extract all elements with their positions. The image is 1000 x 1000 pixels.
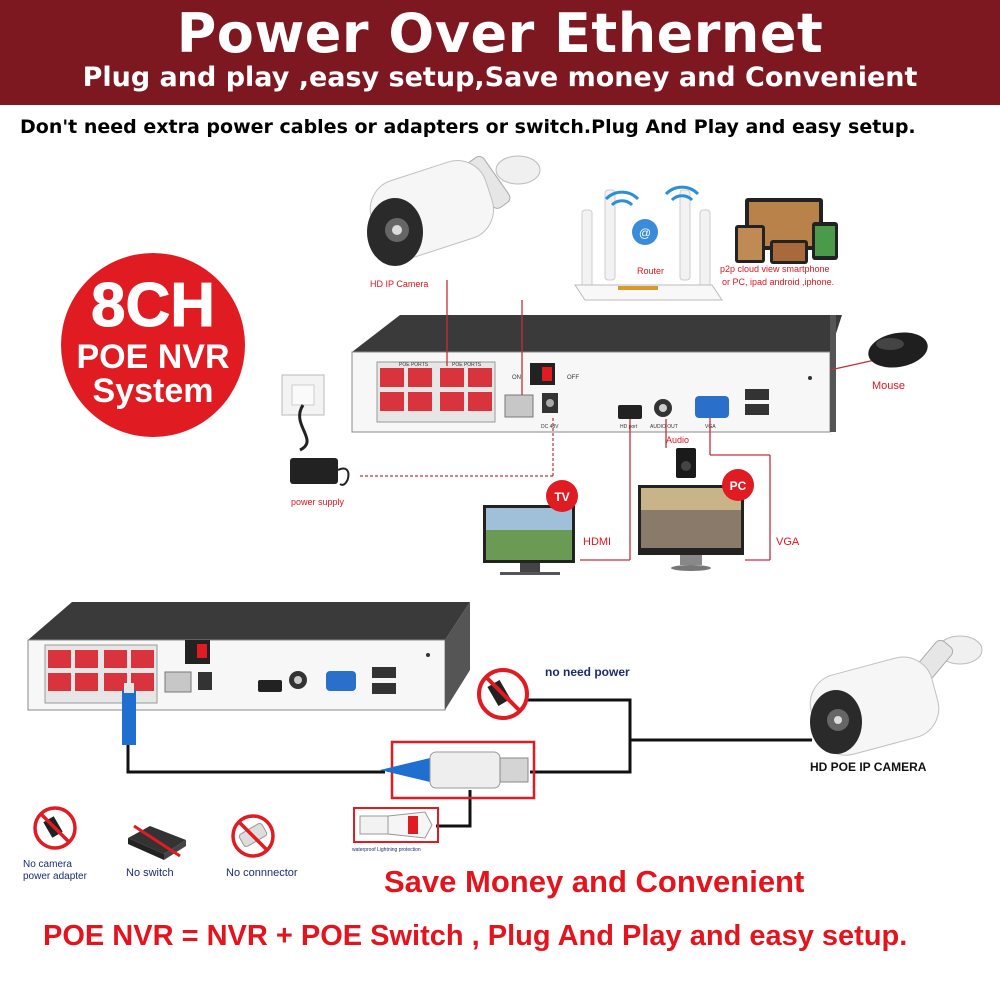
wifi-icon — [604, 185, 700, 207]
monitor-icon — [638, 485, 744, 571]
mouse-label: Mouse — [872, 380, 905, 392]
devices-icon — [735, 198, 838, 264]
speaker-icon — [676, 448, 696, 478]
audio-label: Audio — [666, 435, 689, 445]
nvr-badge: 8CH POE NVR System — [61, 253, 245, 437]
svg-text:@: @ — [639, 226, 651, 240]
ethernet-lines — [126, 698, 812, 828]
p2p-label-line1: p2p cloud view smartphone — [720, 264, 830, 274]
hdmi-label: HDMI — [583, 536, 611, 548]
pc-badge-text: PC — [730, 479, 747, 493]
tv-icon — [483, 505, 575, 575]
router-icon: @ — [574, 189, 723, 301]
connection-lines — [446, 280, 876, 561]
slogan-save-money: Save Money and Convenient — [384, 864, 805, 899]
power-line — [358, 418, 554, 477]
connector-icon — [231, 814, 275, 858]
ethernet-cable-icon — [122, 683, 536, 800]
tv-badge — [546, 480, 578, 512]
waterproof-label: waterproof Lightning protection — [352, 847, 421, 853]
nvr-audio-label: AUDIO OUT — [650, 424, 678, 430]
power-supply-label: power supply — [291, 497, 345, 507]
nvr-dc-label: DC 48V — [541, 424, 559, 430]
top-diagram: HD IP Camera @ Router p2p cloud view sma… — [281, 155, 928, 575]
pc-badge — [722, 469, 754, 501]
page-subtitle: Plug and play ,easy setup,Save money and… — [82, 62, 918, 93]
prohibited-icon — [33, 806, 77, 850]
nvr-device-bottom — [27, 602, 470, 711]
badge-line2: POE NVR — [76, 338, 229, 376]
no-need-power-label: no need power — [545, 665, 630, 679]
router-label: Router — [637, 266, 664, 276]
nvr-on-label: ON — [512, 375, 521, 381]
vga-label: VGA — [776, 536, 800, 548]
badge-circle — [61, 253, 245, 437]
nvr-ports-label-1: POE PORTS — [399, 362, 429, 368]
badge-line3: System — [93, 372, 214, 410]
slogan-poe-nvr: POE NVR = NVR + POE Switch , Plug And Pl… — [43, 920, 908, 952]
no-adapter-label-line1: No camera — [23, 859, 72, 870]
bottom-diagram: waterproof Lightning protection no need … — [23, 602, 983, 882]
camera-icon — [367, 155, 541, 266]
no-switch-label: No switch — [126, 867, 174, 879]
power-plug-icon — [281, 374, 350, 486]
mouse-icon — [868, 332, 928, 368]
p2p-label-line2: or PC, ipad android ,iphone. — [722, 277, 834, 287]
connector-icon — [353, 807, 439, 843]
no-adapter-label-line2: power adapter — [23, 871, 88, 882]
tv-badge-text: TV — [554, 490, 569, 504]
nvr-hd-label: HD port — [620, 424, 638, 430]
intro-text: Don't need extra power cables or adapter… — [20, 116, 916, 138]
badge-line1: 8CH — [91, 271, 215, 340]
switch-icon — [128, 824, 186, 860]
bottom-camera-label: HD POE IP CAMERA — [810, 760, 927, 774]
header-banner: Power Over Ethernet Plug and play ,easy … — [0, 0, 1000, 105]
prohibited-icon — [477, 668, 529, 720]
camera-icon — [809, 635, 983, 756]
camera-label: HD IP Camera — [370, 279, 428, 289]
nvr-off-label: OFF — [567, 375, 579, 381]
no-connector-label: No connnector — [226, 867, 298, 879]
page-title: Power Over Ethernet — [176, 2, 824, 65]
nvr-device-top — [351, 315, 842, 433]
nvr-ports-label-2: POE PORTS — [452, 362, 482, 368]
